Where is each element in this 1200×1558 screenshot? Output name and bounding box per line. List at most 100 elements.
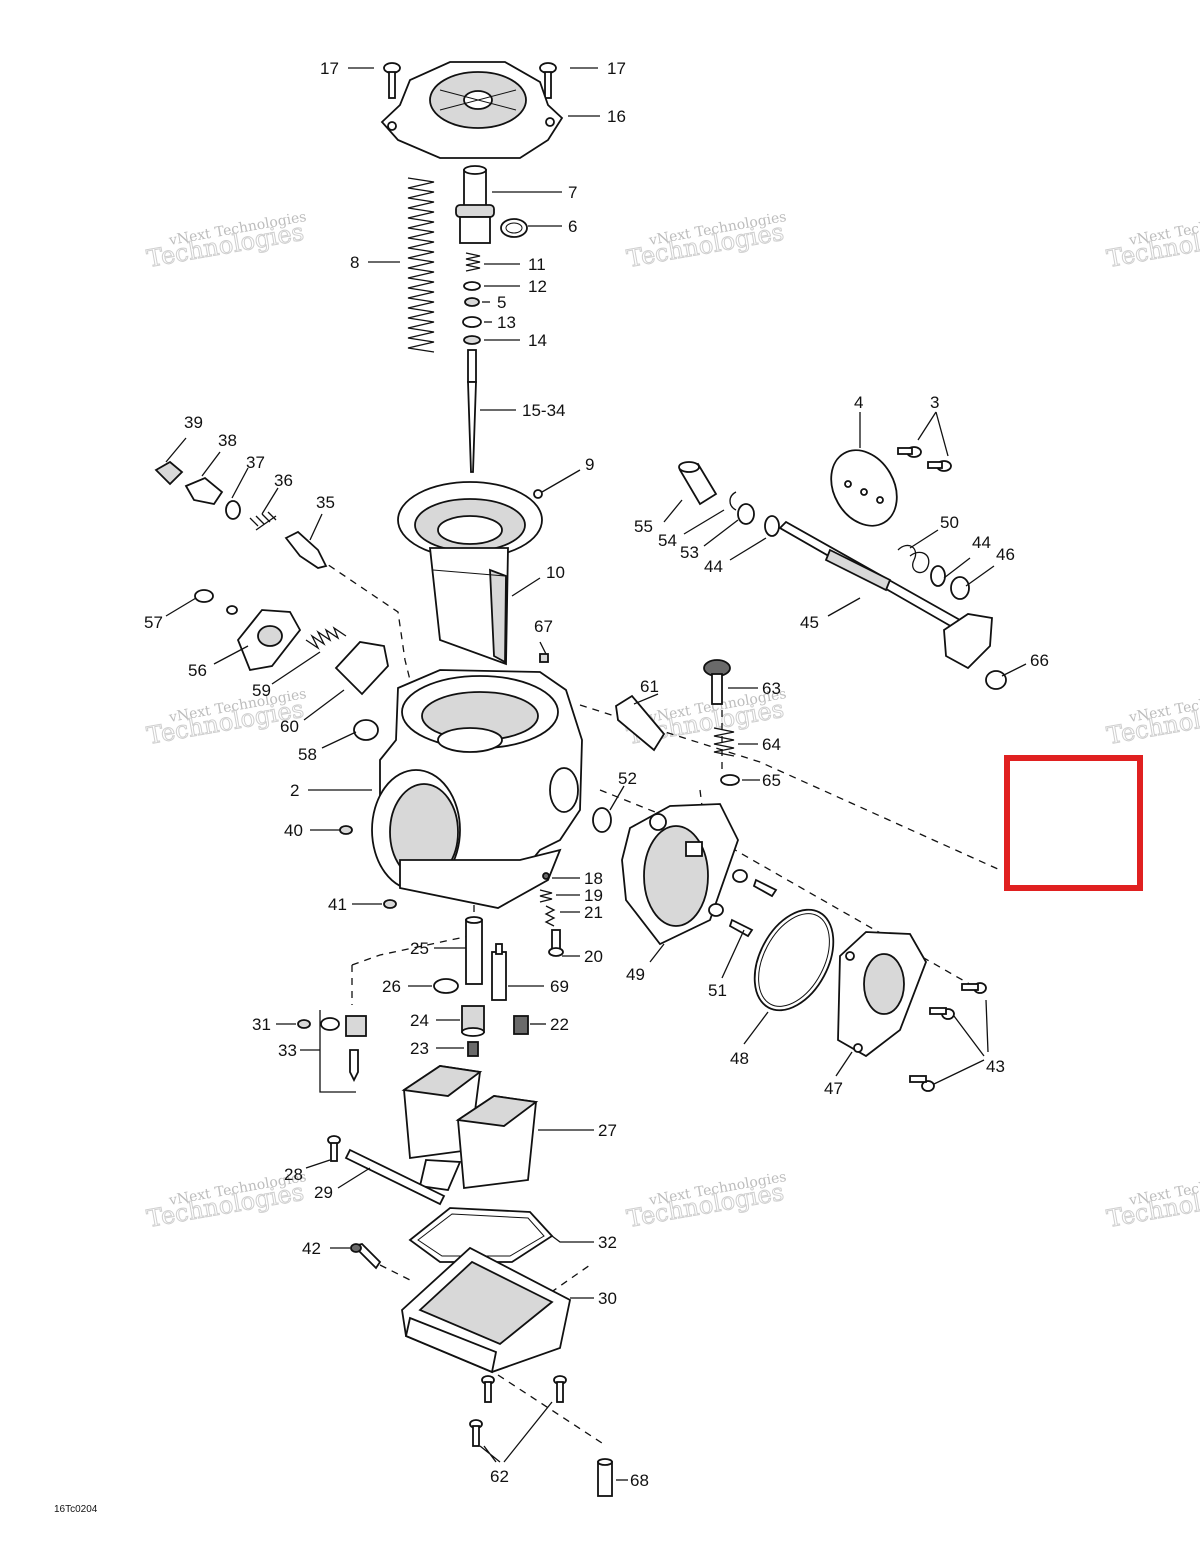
part-label-40: 40 — [284, 821, 303, 840]
part-label-3: 3 — [930, 393, 939, 412]
part-label-18: 18 — [584, 869, 603, 888]
bushing-part — [678, 461, 718, 506]
screw-part — [339, 825, 353, 835]
screw-part — [383, 62, 401, 99]
part-label-8: 8 — [350, 253, 359, 272]
o-ring-part — [930, 565, 946, 587]
drain-plug-part — [513, 1015, 529, 1035]
part-label-4: 4 — [854, 393, 863, 412]
float-pin-part — [344, 1148, 446, 1206]
part-label-14: 14 — [528, 331, 547, 350]
part-label-52: 52 — [618, 769, 637, 788]
part-label-29: 29 — [314, 1183, 333, 1202]
watermarks: Technologies vNext Technologies Technolo… — [144, 209, 1200, 1233]
part-label-12: 12 — [528, 277, 547, 296]
part-label-67: 67 — [534, 617, 553, 636]
o-ring-part — [320, 1017, 340, 1031]
part-label-59: 59 — [252, 681, 271, 700]
screw-part — [929, 1007, 955, 1020]
part-label-49: 49 — [626, 965, 645, 984]
part-label-54: 54 — [658, 531, 677, 550]
part-label-38: 38 — [218, 431, 237, 450]
part-label-19: 19 — [584, 886, 603, 905]
screw-part — [548, 929, 564, 957]
throttle-housing-part — [621, 803, 739, 946]
part-label-44-left: 44 — [704, 557, 723, 576]
part-label-63: 63 — [762, 679, 781, 698]
part-label-31: 31 — [252, 1015, 271, 1034]
part-label-13: 13 — [497, 313, 516, 332]
part-label-16: 16 — [607, 107, 626, 126]
top-cover-part — [380, 61, 564, 159]
small-spring-part — [465, 252, 481, 272]
screw-part — [327, 1135, 341, 1162]
part-label-47: 47 — [824, 1079, 843, 1098]
part-label-43: 43 — [986, 1057, 1005, 1076]
assembly-line — [579, 704, 1001, 871]
pilot-jet-part — [491, 943, 507, 1001]
part-label-61: 61 — [640, 677, 659, 696]
part-label-56: 56 — [188, 661, 207, 680]
part-label-5: 5 — [497, 293, 506, 312]
part-label-20: 20 — [584, 947, 603, 966]
part-label-6: 6 — [568, 217, 577, 236]
part-label-25: 25 — [410, 939, 429, 958]
part-label-36: 36 — [274, 471, 293, 490]
assembly-line — [699, 789, 706, 831]
part-label-58: 58 — [298, 745, 317, 764]
idle-screw-part — [703, 659, 731, 705]
part-label-32: 32 — [598, 1233, 617, 1252]
part-label-17-left: 17 — [320, 59, 339, 78]
choke-bracket-part — [194, 589, 389, 741]
washer-part — [463, 281, 481, 291]
part-label-35: 35 — [316, 493, 335, 512]
leader-lines — [165, 67, 1027, 1481]
main-jet-part — [467, 1041, 479, 1057]
part-label-37: 37 — [246, 453, 265, 472]
part-label-66: 66 — [1030, 651, 1049, 670]
assembly-line — [351, 934, 475, 966]
washer-part — [462, 316, 482, 328]
part-label-7: 7 — [568, 183, 577, 202]
part-label-33: 33 — [278, 1041, 297, 1060]
needle-valve-part — [349, 1049, 359, 1083]
o-ring-part — [592, 807, 612, 833]
o-ring-part — [500, 218, 528, 238]
part-label-55: 55 — [634, 517, 653, 536]
choke-group-part — [154, 460, 328, 569]
part-label-9: 9 — [585, 455, 594, 474]
highlight-box — [1004, 755, 1143, 891]
screw-part — [732, 869, 778, 898]
part-label-53: 53 — [680, 543, 699, 562]
screw-part — [539, 62, 557, 99]
main-jet-part — [461, 1005, 485, 1037]
bracket-line — [319, 1010, 356, 1093]
needle-holder-part — [455, 165, 495, 244]
cap-part — [985, 670, 1007, 690]
part-label-48: 48 — [730, 1049, 749, 1068]
washer-part — [737, 503, 755, 525]
cover-gasket-part — [753, 908, 835, 1012]
part-label-60: 60 — [280, 717, 299, 736]
part-label-51: 51 — [708, 981, 727, 1000]
parts — [154, 61, 1007, 1497]
part-label-30: 30 — [598, 1289, 617, 1308]
part-label-28: 28 — [284, 1165, 303, 1184]
float-bowl-part — [401, 1246, 572, 1374]
screw-part — [469, 1419, 483, 1447]
part-label-68: 68 — [630, 1471, 649, 1490]
part-label-45: 45 — [800, 613, 819, 632]
clip-part — [729, 491, 737, 511]
spring-part — [539, 889, 553, 903]
part-labels: 17 17 16 7 6 8 11 12 5 13 14 15-34 9 39 … — [144, 59, 1049, 1490]
o-ring-part — [764, 515, 780, 537]
part-label-2: 2 — [290, 781, 299, 800]
part-label-11: 11 — [528, 255, 546, 274]
o-ring-part — [433, 978, 459, 994]
slide-spring-part — [407, 177, 435, 353]
part-label-64: 64 — [762, 735, 781, 754]
needle-jet-part — [465, 916, 483, 985]
part-label-50: 50 — [940, 513, 959, 532]
drain-tube-part — [597, 1458, 613, 1497]
part-label-42: 42 — [302, 1239, 321, 1258]
